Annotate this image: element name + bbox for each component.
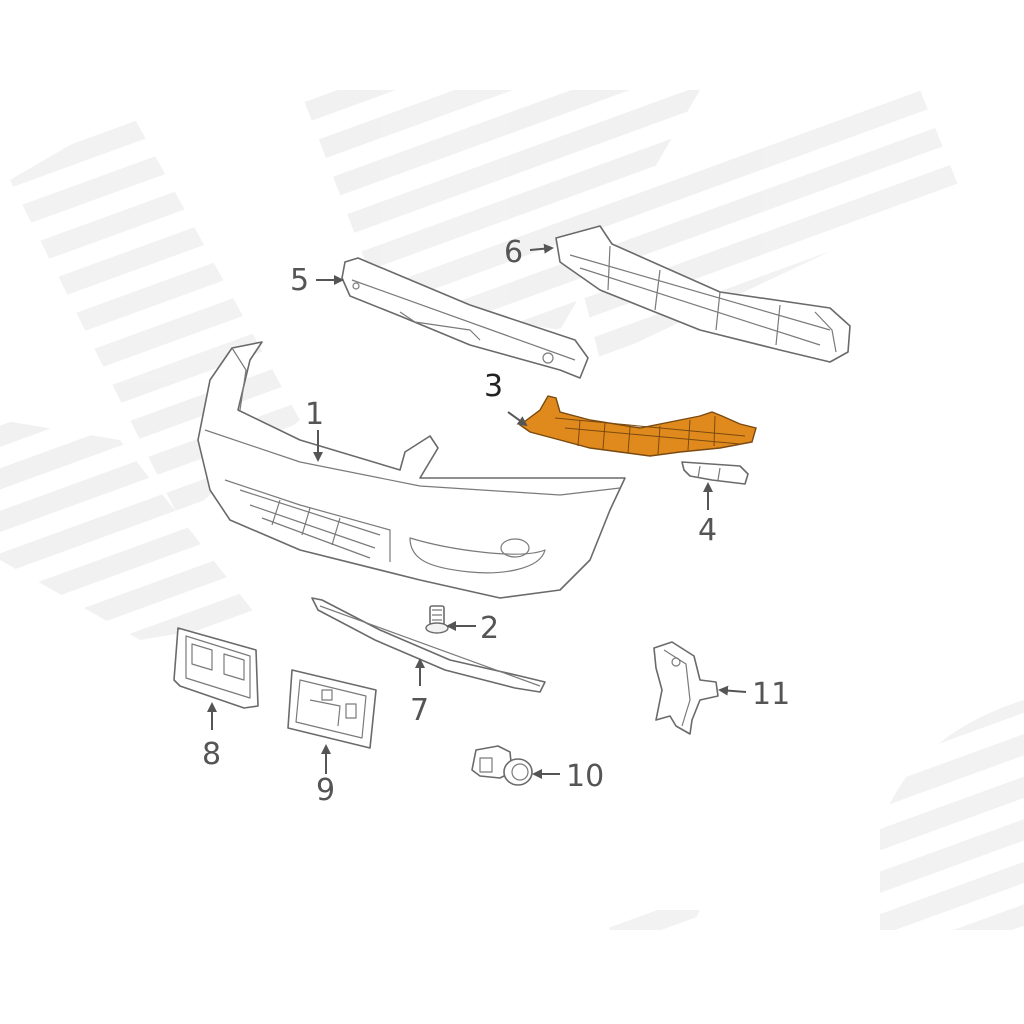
part-2-bolt [425, 605, 449, 634]
callout-labels: 1 2 3 4 5 6 7 8 9 10 11 [202, 235, 790, 808]
leader-lines [207, 243, 747, 779]
part-10-sensor [471, 745, 533, 786]
callout-2: 2 [480, 611, 499, 646]
callout-9: 9 [316, 773, 335, 808]
part-6-reinforcement-beam [555, 225, 851, 363]
callout-5: 5 [290, 263, 309, 298]
callout-8: 8 [202, 737, 221, 772]
part-11-side-mount [653, 641, 719, 735]
callout-11: 11 [752, 677, 790, 712]
part-8-license-bracket [173, 627, 259, 709]
part-3-bumper-bracket-highlighted [518, 395, 757, 457]
callout-6: 6 [504, 235, 523, 270]
part-9-license-mount [287, 669, 377, 749]
callout-7: 7 [410, 693, 429, 728]
part-7-lower-molding [311, 597, 546, 693]
callout-10: 10 [566, 759, 604, 794]
part-1-bumper-cover [197, 341, 626, 599]
callout-4: 4 [698, 513, 717, 548]
part-5-upper-support [341, 257, 589, 379]
callout-3: 3 [484, 369, 503, 404]
callout-1: 1 [305, 397, 324, 432]
part-4-side-bracket [681, 461, 749, 485]
